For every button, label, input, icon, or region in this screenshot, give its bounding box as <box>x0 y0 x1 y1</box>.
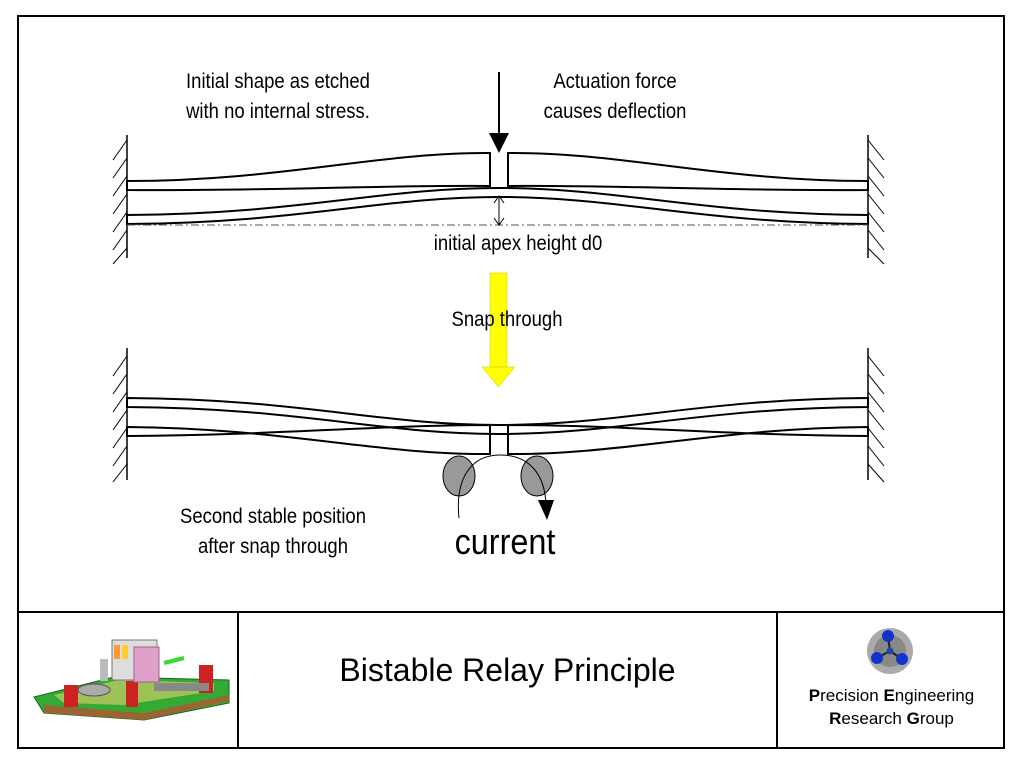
group-name-word: recision <box>820 686 884 705</box>
apex-height-text: initial apex height d0 <box>433 232 603 255</box>
current-label: current <box>454 521 556 562</box>
footer-separator-right <box>776 611 778 749</box>
snap-through-text: Snap through <box>451 308 563 331</box>
footer-divider <box>17 611 1005 613</box>
current-path-arrow <box>457 454 547 519</box>
left-wall-top-hatch <box>112 139 128 265</box>
atom-molecule-logo-icon <box>867 628 913 674</box>
relay-3d-model-icon <box>33 639 230 721</box>
group-name-initial: P <box>808 686 821 705</box>
snap-through-arrow <box>481 272 516 388</box>
snapped-beam-upper <box>126 396 869 436</box>
initial-shape-line-1: Initial shape as etched <box>186 70 370 93</box>
group-name-word: ngineering <box>894 686 975 705</box>
group-name-word: roup <box>919 709 954 728</box>
group-name-line-1: Precision Engineering <box>778 684 1005 707</box>
right-wall-bottom-hatch <box>867 355 885 483</box>
group-name-initial: E <box>883 686 895 705</box>
initial-beam-lower <box>126 186 869 226</box>
contact-electrode-left <box>442 455 476 497</box>
right-wall-top <box>867 135 885 265</box>
group-name-word: esearch <box>841 709 907 728</box>
contact-electrode-right <box>520 455 554 497</box>
left-wall-bottom <box>112 348 128 483</box>
snapped-beam-lower <box>126 423 869 456</box>
footer-separator-left <box>237 611 239 749</box>
snap-through-annotation: Snap through <box>428 305 586 335</box>
right-wall-top-hatch <box>867 139 885 265</box>
actuation-force-line-1: Actuation force <box>553 70 677 93</box>
actuation-force-annotation: Actuation force causes deflection <box>523 67 708 127</box>
group-name-initial: R <box>829 709 842 728</box>
left-wall-bottom-hatch <box>112 355 128 483</box>
apex-height-dimension-arrow <box>493 195 505 226</box>
left-wall-top <box>112 135 128 265</box>
initial-shape-line-2: with no internal stress. <box>186 100 370 123</box>
slide-title: Bistable Relay Principle <box>339 652 676 688</box>
initial-beam-upper <box>126 151 869 192</box>
actuation-force-line-2: causes deflection <box>543 100 687 123</box>
current-arrowhead <box>538 500 554 520</box>
second-stable-line-2: after snap through <box>197 535 348 558</box>
right-wall-bottom <box>867 348 885 483</box>
second-stable-line-1: Second stable position <box>180 505 366 528</box>
research-group-name: Precision Engineering Research Group <box>778 684 1005 730</box>
bistable-beam-diagram <box>112 72 885 520</box>
initial-shape-annotation: Initial shape as etched with no internal… <box>164 67 393 127</box>
group-name-initial: G <box>906 709 920 728</box>
apex-height-annotation: initial apex height d0 <box>404 229 633 259</box>
slide-frame <box>17 15 1005 749</box>
second-stable-annotation: Second stable position after snap throug… <box>159 502 388 562</box>
group-name-line-2: Research Group <box>778 707 1005 730</box>
